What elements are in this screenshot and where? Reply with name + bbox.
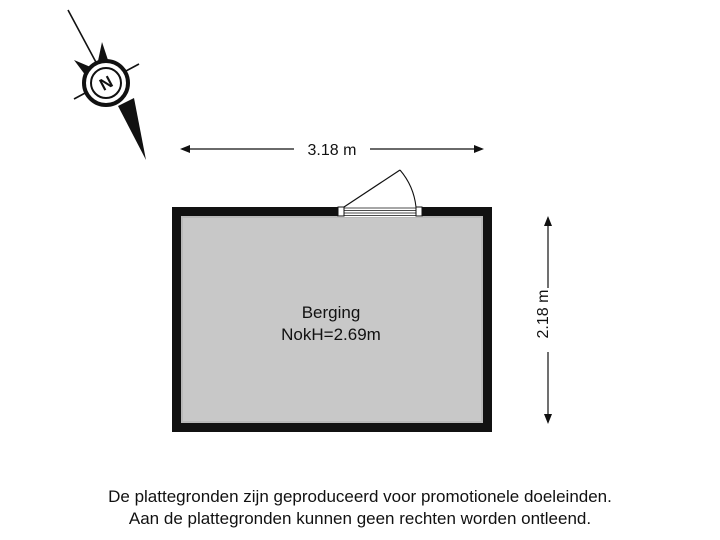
- disclaimer: De plattegronden zijn geproduceerd voor …: [0, 486, 720, 530]
- disclaimer-line-2: Aan de plattegronden kunnen geen rechten…: [128, 509, 592, 528]
- width-label: 3.18 m: [308, 142, 357, 159]
- door-icon: [337, 169, 423, 217]
- compass-north-icon: N: [67, 9, 146, 160]
- height-label: 2.18 m: [535, 290, 552, 339]
- disclaimer-line-1: De plattegronden zijn geproduceerd voor …: [108, 487, 612, 506]
- room-berging: [172, 207, 492, 432]
- width-dimension: 3.18 m: [180, 142, 484, 159]
- room-name: Berging: [302, 303, 361, 322]
- height-dimension: 2.18 m: [535, 216, 552, 424]
- room-ridge-height: NokH=2.69m: [281, 325, 381, 344]
